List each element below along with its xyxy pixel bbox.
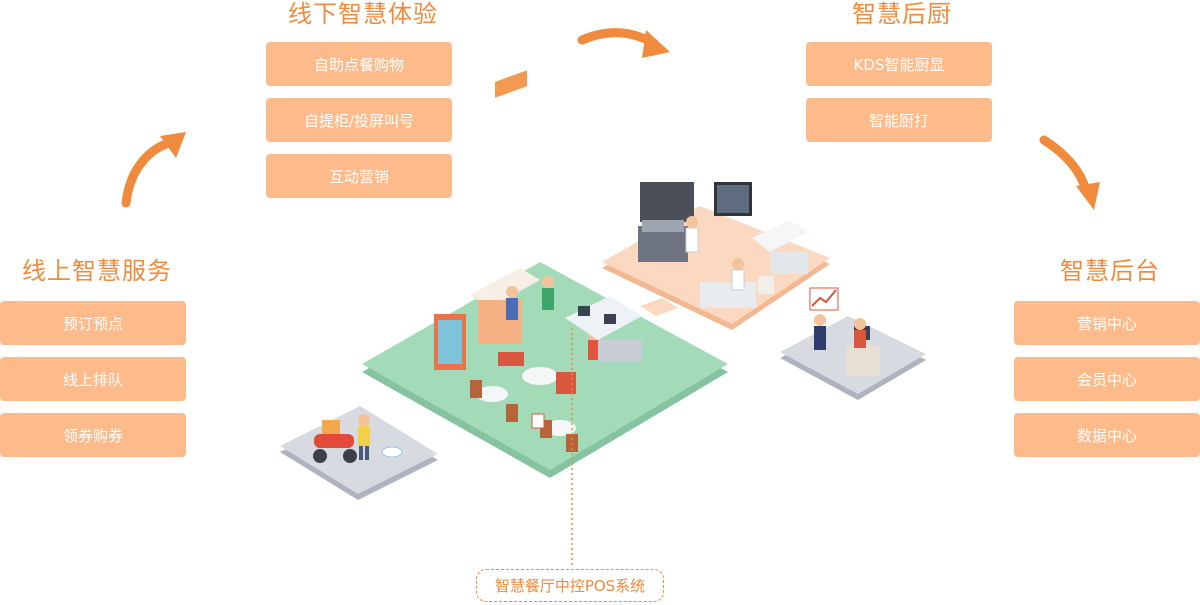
office-platform	[780, 287, 926, 400]
backend-item-data-center[interactable]: 数据中心	[1014, 413, 1200, 457]
smart-kitchen-list: KDS智能厨显 智能厨打	[806, 42, 992, 142]
online-services-list: 预订预点 线上排队 领券购券	[0, 301, 186, 457]
delivery-platform	[280, 406, 438, 500]
offline-experience-title: 线下智慧体验	[288, 0, 438, 28]
kitchen-platform	[602, 182, 830, 330]
offline-item-self-order[interactable]: 自助点餐购物	[266, 42, 452, 86]
smart-kitchen-title: 智慧后厨	[852, 0, 952, 28]
online-item-reservation[interactable]: 预订预点	[0, 301, 186, 345]
pos-system-label[interactable]: 智慧餐厅中控POS系统	[476, 569, 664, 602]
kitchen-item-kds[interactable]: KDS智能厨显	[806, 42, 992, 86]
dining-platform	[362, 70, 728, 478]
online-item-queue[interactable]: 线上排队	[0, 357, 186, 401]
kitchen-item-print[interactable]: 智能厨打	[806, 98, 992, 142]
backend-item-member-center[interactable]: 会员中心	[1014, 357, 1200, 401]
arrow-up-right-icon	[121, 132, 186, 208]
offline-item-pickup-call[interactable]: 自提柜/投屏叫号	[266, 98, 452, 142]
smart-backend-list: 营销中心 会员中心 数据中心	[1014, 301, 1200, 457]
online-item-coupons[interactable]: 领券购券	[0, 413, 186, 457]
arrow-down-right-icon	[1039, 135, 1100, 210]
offline-item-marketing[interactable]: 互动营销	[266, 154, 452, 198]
backend-item-marketing-center[interactable]: 营销中心	[1014, 301, 1200, 345]
smart-backend-title: 智慧后台	[1060, 257, 1160, 285]
offline-experience-list: 自助点餐购物 自提柜/投屏叫号 互动营销	[266, 42, 452, 198]
arrow-right-icon	[577, 28, 670, 58]
online-services-title: 线上智慧服务	[22, 257, 172, 285]
